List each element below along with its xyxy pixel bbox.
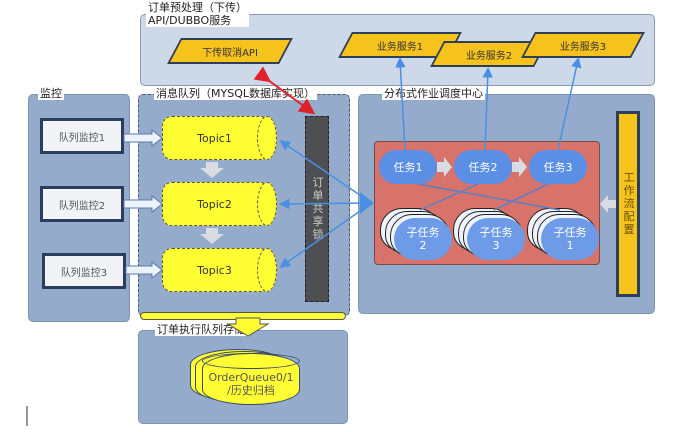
business-service-3[interactable]: 业务服务3 <box>521 32 645 58</box>
workflow-config[interactable]: 工作流配置 <box>616 111 640 297</box>
topic-3[interactable]: Topic3 <box>162 248 277 292</box>
task-3[interactable]: 任务3 <box>529 150 587 184</box>
business-service-1[interactable]: 业务服务1 <box>338 32 462 58</box>
order-shared-lock[interactable]: 订单共享锁 <box>305 116 329 302</box>
queue-monitor-3[interactable]: 队列监控3 <box>42 253 126 289</box>
topic-1[interactable]: Topic1 <box>162 116 277 160</box>
queue-monitor-2[interactable]: 队列监控2 <box>40 186 124 222</box>
scheduler-panel-label: 分布式作业调度中心 <box>382 87 485 100</box>
task-1[interactable]: 任务1 <box>379 150 437 184</box>
message-queue-panel-label: 消息队列（MYSQL数据库实现） <box>154 87 317 100</box>
queue-monitor-1[interactable]: 队列监控1 <box>40 118 124 154</box>
task-2[interactable]: 任务2 <box>454 150 512 184</box>
order-queue-database[interactable]: OrderQueue0/1 /历史归档 <box>190 347 300 407</box>
topic-2[interactable]: Topic2 <box>162 182 277 226</box>
monitor-panel-label: 监控 <box>38 87 64 100</box>
cancel-api-service[interactable]: 下传取消API <box>167 38 293 64</box>
order-queue-name: OrderQueue0/1 <box>208 371 294 384</box>
order-queue-archive: /历史归档 <box>227 384 275 397</box>
order-queue-storage-label: 订单执行队列存储 <box>155 323 247 336</box>
api-service-panel-label: 订单预处理（下传） API/DUBBO服务 <box>146 1 249 27</box>
business-service-2[interactable]: 业务服务2 <box>430 41 548 67</box>
queue-to-storage-connector <box>140 312 346 320</box>
